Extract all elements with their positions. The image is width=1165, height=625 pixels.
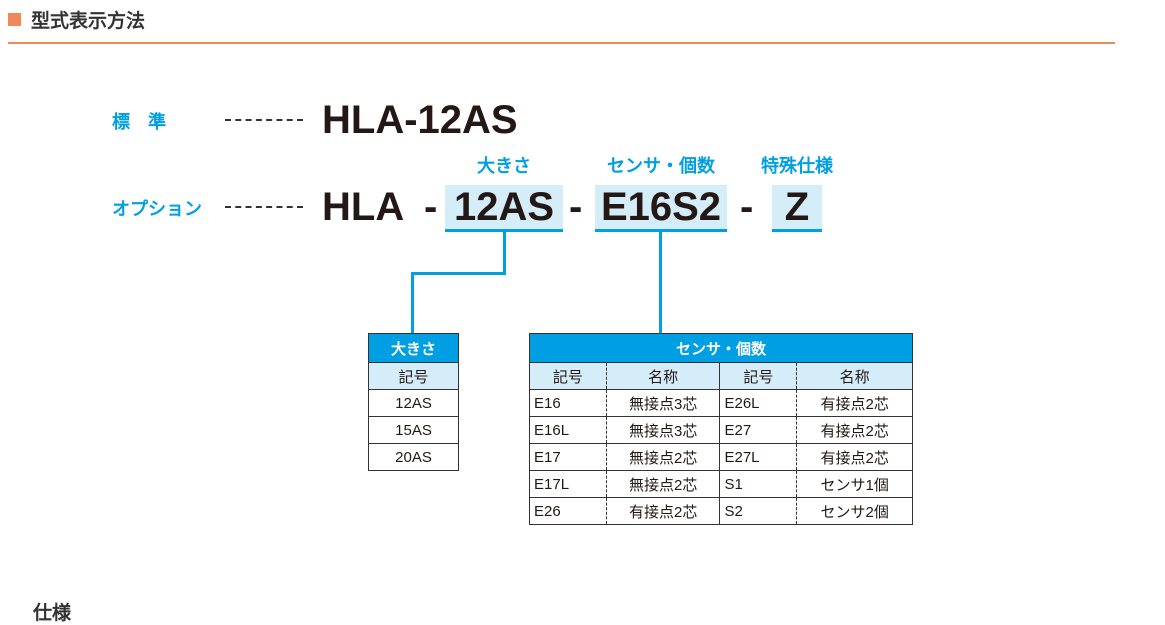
sensor-name-cell: 無接点2芯 [605,443,721,471]
option-prefix: HLA [322,185,405,229]
size-table-header: 記号 [368,362,459,390]
table-row: 20AS [368,443,459,471]
sensor-name-cell: センサ1個 [796,470,913,498]
sensor-code-cell: S1 [719,470,798,498]
section-divider [8,42,1115,44]
header-name: 名称 [796,362,913,390]
sensor-name-cell: 無接点2芯 [605,470,721,498]
sensor-name-cell: 有接点2芯 [796,443,913,471]
sensor-name-cell: 無接点3芯 [605,389,721,417]
caption-special: 特殊仕様 [761,156,833,177]
sensor-code-cell: E26 [529,497,607,525]
caption-sensor: センサ・個数 [607,156,715,177]
sensor-code-cell: E27 [719,416,798,444]
option-size-code: 12AS [445,185,563,232]
section-title: 型式表示方法 [31,10,146,32]
size-table-title: 大きさ [368,333,459,363]
separator: - [424,185,438,229]
sensor-name-cell: 無接点3芯 [605,416,721,444]
sensor-code-cell: S2 [719,497,798,525]
connector-line [411,272,506,275]
sensor-table-title: センサ・個数 [529,333,913,363]
option-leader [225,206,303,208]
sensor-code-cell: E26L [719,389,798,417]
sensor-name-cell: 有接点2芯 [605,497,721,525]
separator: - [569,185,583,229]
sensor-code-cell: E17 [529,443,607,471]
header-name: 名称 [605,362,721,390]
sensor-code-cell: E16L [529,416,607,444]
sensor-name-cell: 有接点2芯 [796,389,913,417]
table-row: 15AS [368,416,459,444]
sensor-code-cell: E27L [719,443,798,471]
header-code: 記号 [719,362,798,390]
standard-leader [225,119,303,121]
connector-line [503,229,506,275]
table-row: 12AS [368,389,459,417]
separator: - [740,185,754,229]
option-label: オプション [112,199,202,220]
standard-model: HLA-12AS [322,98,518,142]
size-cell: 12AS [368,389,459,417]
caption-size: 大きさ [477,156,531,177]
connector-line [411,272,414,334]
standard-label: 標 準 [112,112,166,133]
size-cell: 20AS [368,443,459,471]
option-sensor-code: E16S2 [595,185,727,232]
size-cell: 15AS [368,416,459,444]
sensor-code-cell: E16 [529,389,607,417]
sensor-name-cell: センサ2個 [796,497,913,525]
sensor-code-cell: E17L [529,470,607,498]
connector-line [659,229,662,334]
sensor-name-cell: 有接点2芯 [796,416,913,444]
option-special-code: Z [772,185,822,232]
header-code: 記号 [529,362,607,390]
section-marker-icon [8,13,21,26]
size-table: 大きさ 記号 12AS 15AS 20AS [368,333,459,471]
